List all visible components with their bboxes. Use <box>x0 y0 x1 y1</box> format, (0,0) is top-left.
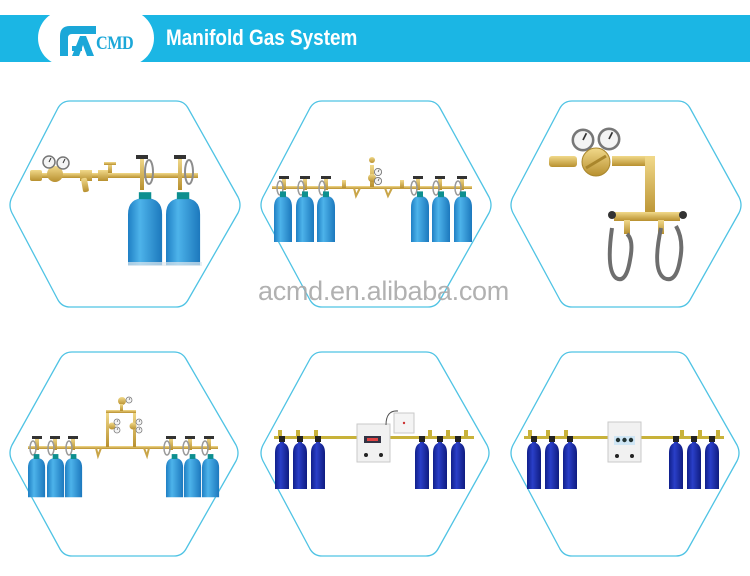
product-image-1[interactable] <box>30 155 202 266</box>
logo-container <box>38 10 154 66</box>
hexagon-frame-1 <box>9 100 241 308</box>
hexagon-frames <box>9 100 742 557</box>
hexagon-frame-6 <box>510 351 740 557</box>
logo-text: CMD <box>96 33 134 54</box>
product-image-3[interactable] <box>549 127 687 282</box>
product-image-5[interactable] <box>274 410 474 489</box>
hexagon-frame-4 <box>9 351 239 557</box>
page-title: Manifold Gas System <box>166 25 358 50</box>
hexagon-frame-5 <box>260 351 490 557</box>
hexagon-frame-2 <box>260 100 492 308</box>
product-image-4[interactable] <box>28 396 220 498</box>
hexagon-frame-3 <box>510 100 742 308</box>
product-image-2[interactable] <box>272 157 472 242</box>
acmd-logo-icon <box>60 26 96 56</box>
watermark-text: acmd.en.alibaba.com <box>258 276 509 306</box>
product-image-6[interactable] <box>524 421 724 489</box>
